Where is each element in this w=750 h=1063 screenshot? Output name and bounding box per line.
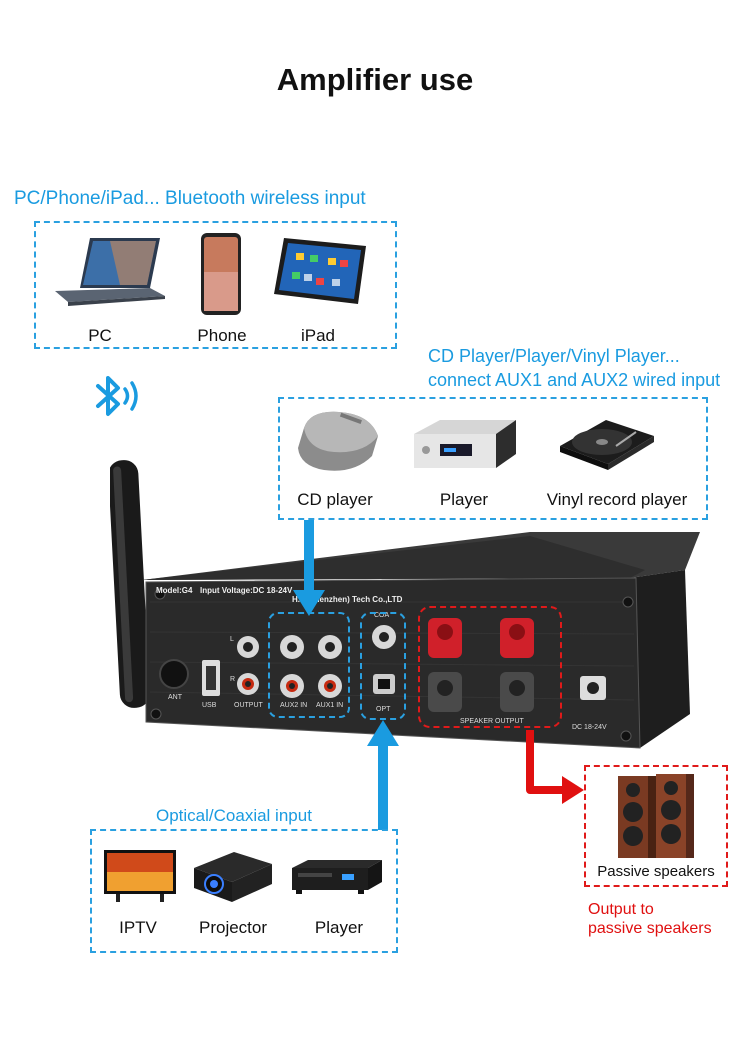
cd-player-image <box>298 411 378 471</box>
projector-image <box>194 852 272 902</box>
optical-device-box <box>90 829 398 953</box>
device-label-cd-player: CD player <box>297 490 373 509</box>
ipad-image <box>274 238 366 304</box>
device-label-player: Player <box>439 490 489 509</box>
amp-coa-label: COA <box>374 612 390 619</box>
amp-ant-label: ANT <box>168 694 182 701</box>
laptop-image <box>55 238 165 306</box>
device-label-phone: Phone <box>197 326 247 345</box>
device-label-dvd-player: Player <box>314 918 364 937</box>
phone-image <box>201 233 241 315</box>
output-arrow-shaft <box>526 730 564 794</box>
optical-arrow-shaft <box>378 744 388 830</box>
bluetooth-icon <box>96 376 138 416</box>
speaker-output-highlight <box>418 606 562 728</box>
amp-aux1-label: AUX1 IN <box>316 702 344 709</box>
speaker-box <box>584 765 728 887</box>
device-label-vinyl-player: Vinyl record player <box>546 490 688 509</box>
turntable-image <box>560 420 654 470</box>
device-label-passive-speakers: Passive speakers <box>597 863 715 880</box>
amp-channel-r-label: R <box>230 676 236 683</box>
bluetooth-device-box <box>34 221 397 349</box>
page-title: Amplifier use <box>276 62 474 97</box>
amp-aux2-label: AUX2 IN <box>280 702 308 709</box>
tv-image <box>104 850 176 902</box>
amp-dc-label: DC 18-24V <box>572 724 607 731</box>
device-label-ipad: iPad <box>300 326 336 345</box>
media-player-image <box>414 420 516 468</box>
wired-heading-line2: connect AUX1 and AUX2 wired input <box>428 370 721 390</box>
device-label-iptv: IPTV <box>119 918 157 937</box>
amp-model-label: Model:G4 <box>156 586 193 595</box>
output-caption-line2: passive speakers <box>588 920 712 937</box>
amp-channel-l-label: L <box>230 636 234 643</box>
wired-arrow-shaft <box>304 520 314 592</box>
amp-maker-label: H... (Shenzhen) Tech Co.,LTD <box>292 595 403 604</box>
amp-voltage-label: Input Voltage:DC 18-24V <box>200 586 293 595</box>
coa-opt-ports-highlight <box>360 612 406 720</box>
amp-usb-label: USB <box>202 702 217 709</box>
bluetooth-heading: PC/Phone/iPad... Bluetooth wireless inpu… <box>14 188 366 209</box>
output-arrow-head <box>562 776 584 804</box>
amp-speaker-output-label: SPEAKER OUTPUT <box>460 718 524 725</box>
output-caption: Output to passive speakers <box>588 900 712 938</box>
dvd-player-image <box>292 860 382 894</box>
wired-heading: CD Player/Player/Vinyl Player... connect… <box>428 344 720 392</box>
device-label-pc: PC <box>88 326 112 345</box>
optical-arrow-head <box>367 720 399 746</box>
optical-heading: Optical/Coaxial input <box>156 806 312 825</box>
output-caption-line1: Output to <box>588 901 654 918</box>
wired-device-box <box>278 397 708 520</box>
amp-output-label: OUTPUT <box>234 702 263 709</box>
wired-heading-line1: CD Player/Player/Vinyl Player... <box>428 346 680 366</box>
amp-opt-label: OPT <box>376 706 391 713</box>
speakers-image <box>618 774 694 858</box>
wired-arrow-head <box>293 590 325 616</box>
device-label-projector: Projector <box>198 918 268 937</box>
